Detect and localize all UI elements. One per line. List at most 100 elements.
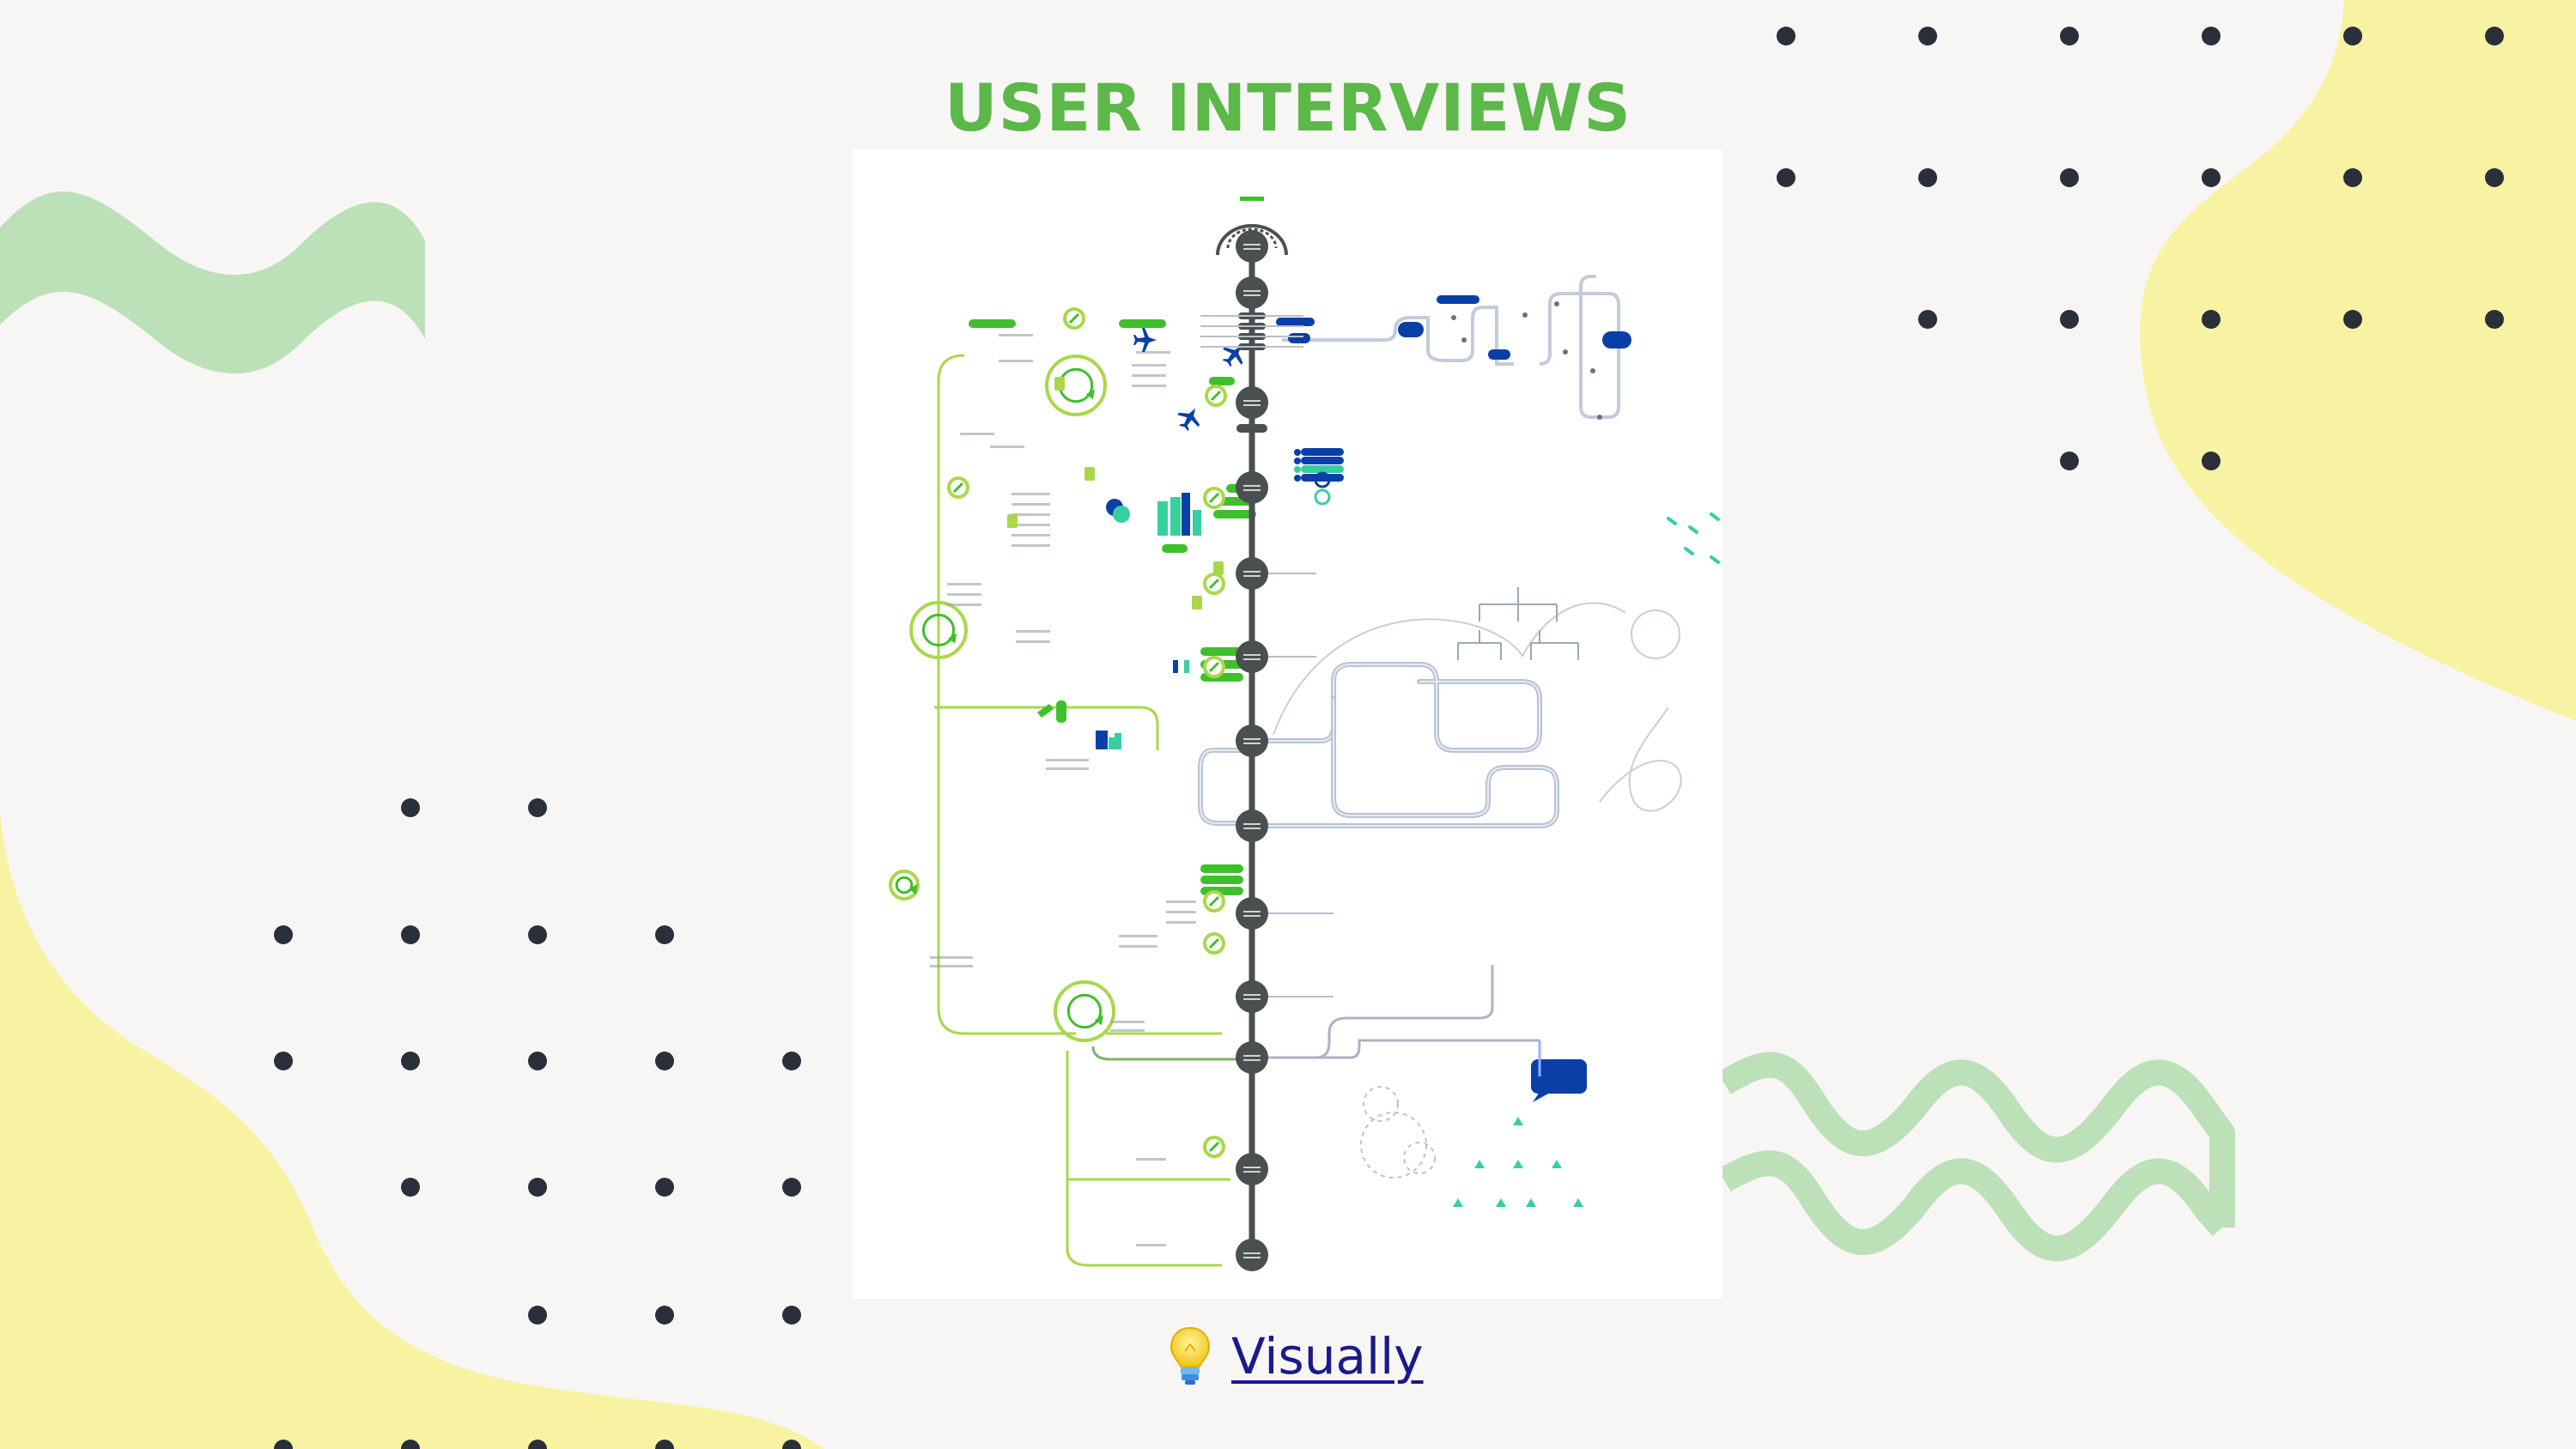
decorative-dot xyxy=(528,1306,547,1325)
decorative-dot xyxy=(2060,27,2079,45)
building-icon xyxy=(1173,660,1178,673)
illegible-label xyxy=(1136,1244,1166,1246)
building-icon xyxy=(1182,493,1190,536)
stage-label-placeholder xyxy=(1243,738,1261,740)
building-icon xyxy=(1056,700,1066,723)
building-icon xyxy=(1193,510,1201,536)
flight-path xyxy=(1273,602,1626,736)
decorative-dot xyxy=(528,1052,547,1070)
green-label-pill xyxy=(1209,377,1235,385)
stage-label-placeholder xyxy=(1243,485,1261,487)
chat-bubble-tail xyxy=(1533,1092,1548,1102)
decorative-dot xyxy=(655,1052,674,1070)
blue-box xyxy=(1602,331,1631,349)
cycle-diagram xyxy=(1054,980,1115,1042)
route-dot xyxy=(1563,349,1568,355)
decorative-dot xyxy=(2202,168,2221,187)
illegible-label xyxy=(1046,759,1089,761)
decorative-dot xyxy=(782,1178,801,1197)
arrow-icon xyxy=(1094,1015,1103,1026)
illegible-label xyxy=(1012,524,1050,526)
pencil-icon xyxy=(1208,492,1220,504)
decorative-dot xyxy=(1777,27,1795,45)
stage-label-placeholder xyxy=(1243,1059,1261,1061)
person-icon xyxy=(1474,1160,1485,1168)
illegible-label xyxy=(930,956,973,959)
building-icon xyxy=(1109,737,1115,749)
illegible-label xyxy=(947,593,981,596)
route-path xyxy=(1282,306,1514,366)
process-line xyxy=(1256,1039,1540,1059)
route-dot xyxy=(1590,368,1595,373)
journey-map-image xyxy=(853,149,1722,1299)
timeline-stage-node xyxy=(1236,897,1268,930)
blue-box xyxy=(1398,322,1424,337)
illegible-label xyxy=(1012,544,1050,547)
stage-label-placeholder xyxy=(1243,911,1261,912)
green-label-pill xyxy=(1200,864,1243,873)
illegible-label xyxy=(1110,1021,1145,1023)
building-icon xyxy=(1157,501,1168,536)
timeline-stage-node xyxy=(1236,1153,1268,1185)
route-dot xyxy=(1461,337,1467,343)
building-icon xyxy=(1184,660,1189,673)
dashed-loop xyxy=(1360,1112,1427,1179)
stage-label-placeholder xyxy=(1243,743,1261,744)
green-label-pill xyxy=(1162,544,1188,553)
flight-loop xyxy=(1631,609,1680,659)
route-dot xyxy=(1451,315,1456,320)
feedback-loop-line xyxy=(934,706,1159,750)
feedback-loop-line xyxy=(1066,1051,1222,1267)
illegible-label xyxy=(1136,1158,1166,1161)
cycle-diagram xyxy=(889,870,920,900)
timeline-stage-node xyxy=(1236,230,1268,263)
node-circle xyxy=(1314,488,1331,506)
person-icon xyxy=(1552,1160,1562,1168)
team-arrow-icon xyxy=(1684,547,1694,555)
illegible-label xyxy=(1132,364,1166,367)
person-icon xyxy=(1573,1198,1583,1207)
team-arrow-icon xyxy=(1688,525,1698,534)
decorative-dot xyxy=(655,925,674,944)
start-label xyxy=(1240,197,1264,201)
illegible-label xyxy=(1012,503,1050,506)
stage-label-placeholder xyxy=(1243,489,1261,491)
stage-label-placeholder xyxy=(1243,915,1261,917)
decorative-dot xyxy=(401,1052,420,1070)
stage-label-placeholder xyxy=(1243,828,1261,829)
illegible-label xyxy=(947,583,981,585)
blue-label-pill xyxy=(1488,349,1510,360)
green-wave-top-left xyxy=(0,191,425,374)
list-bullet xyxy=(1294,466,1301,473)
cycle-diagram xyxy=(1045,355,1107,416)
person-icon xyxy=(1496,1198,1506,1207)
connector-line xyxy=(1091,1046,1243,1061)
stage-label-placeholder xyxy=(1243,1257,1261,1258)
illegible-label xyxy=(1110,1029,1145,1032)
illegible-label xyxy=(990,446,1024,448)
stage-label-placeholder xyxy=(1243,290,1261,292)
visually-link[interactable]: Visually xyxy=(1231,1327,1424,1385)
decorative-dot xyxy=(274,1440,293,1449)
decorative-dot xyxy=(2060,452,2079,470)
dashed-loop xyxy=(1363,1086,1399,1122)
yellow-blob-bottom-left xyxy=(0,811,824,1449)
list-item-pill xyxy=(1301,465,1344,473)
building-icon xyxy=(1115,733,1121,749)
person-icon xyxy=(1513,1160,1523,1168)
stage-label-placeholder xyxy=(1243,1171,1261,1173)
pencil-icon xyxy=(1208,578,1220,590)
illegible-label xyxy=(1012,534,1050,537)
cycle-diagram-inner xyxy=(1066,993,1103,1029)
decorative-dot xyxy=(2343,310,2362,329)
green-label-pill xyxy=(969,319,1016,328)
timeline-stage-node xyxy=(1236,724,1268,757)
blue-label-pill xyxy=(1276,318,1315,326)
green-label-pill xyxy=(1200,876,1243,884)
list-item-pill xyxy=(1301,448,1344,456)
chat-bubble-icon xyxy=(1531,1059,1587,1094)
yellow-blob-top-right xyxy=(2140,0,2576,721)
decorative-dot xyxy=(2485,27,2504,45)
transit-track-inner xyxy=(1265,699,1558,827)
timeline-stage-node xyxy=(1236,276,1268,309)
